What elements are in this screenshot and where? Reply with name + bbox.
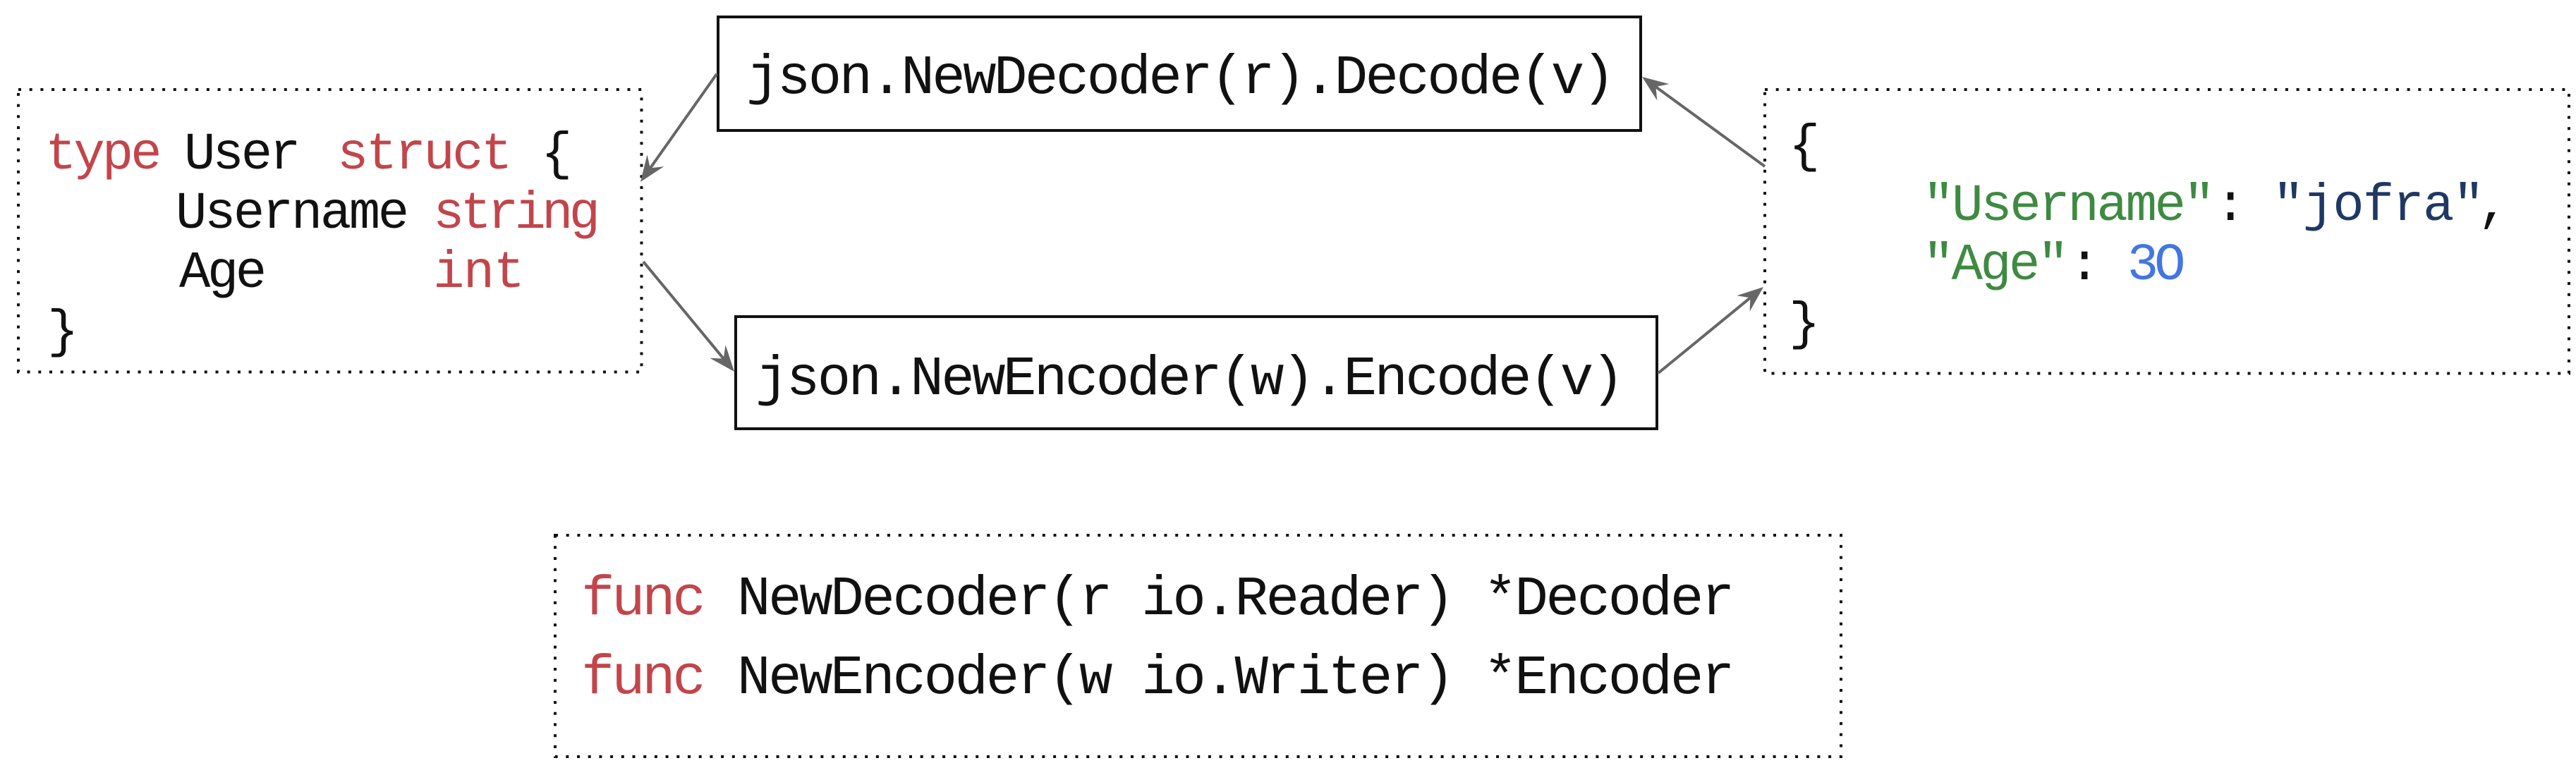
svg-text:Age: Age [179, 244, 267, 303]
svg-text:"jofra": "jofra" [2273, 177, 2484, 236]
svg-text:3O: 3O [2127, 236, 2186, 295]
svg-text:Username: Username [176, 185, 409, 244]
svg-text:NewEncoder(w io.Writer) *Encod: NewEncoder(w io.Writer) *Encoder [737, 647, 1734, 710]
svg-text:User: User [184, 126, 301, 185]
svg-text:}: } [1789, 295, 1820, 355]
svg-text:string: string [433, 185, 600, 244]
svg-text:json.NewDecoder(r).Decode(v): json.NewDecoder(r).Decode(v) [746, 47, 1615, 110]
svg-text:type: type [45, 126, 162, 185]
svg-text:NewDecoder(r io.Reader) *Decod: NewDecoder(r io.Reader) *Decoder [737, 568, 1734, 631]
svg-text:func: func [581, 647, 706, 710]
svg-text:json.NewEncoder(w).Encode(v): json.NewEncoder(w).Encode(v) [755, 348, 1624, 411]
svg-text:,: , [2478, 177, 2509, 236]
svg-text:struct: struct [337, 126, 512, 185]
svg-text:"Age": "Age" [1923, 236, 2069, 295]
svg-text:{: { [1789, 118, 1820, 177]
svg-text:func: func [581, 568, 706, 631]
svg-text::: : [2215, 177, 2246, 236]
svg-text:int: int [433, 244, 525, 303]
svg-text:}: } [47, 303, 78, 362]
svg-text::: : [2069, 236, 2100, 295]
svg-text:"Username": "Username" [1923, 177, 2215, 236]
svg-text:{: { [541, 126, 572, 185]
